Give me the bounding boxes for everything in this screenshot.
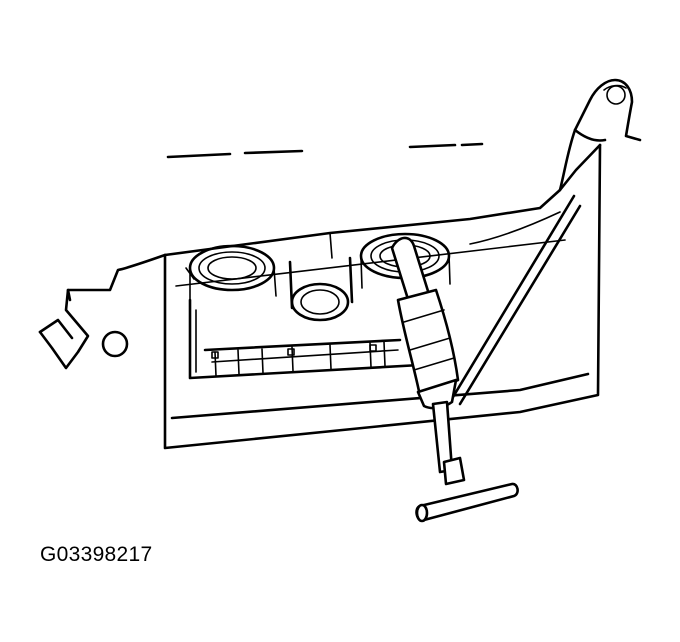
diagonal-rod [448, 194, 582, 406]
support-arm [558, 78, 642, 192]
tool-handle-drawing [390, 236, 519, 523]
dashed-reference-lines [166, 142, 484, 159]
lifter-gallery [188, 298, 422, 380]
figure-id-label: G03398217 [40, 543, 153, 566]
center-boss [288, 256, 354, 322]
head-housing [66, 143, 602, 450]
left-bracket [38, 288, 129, 370]
